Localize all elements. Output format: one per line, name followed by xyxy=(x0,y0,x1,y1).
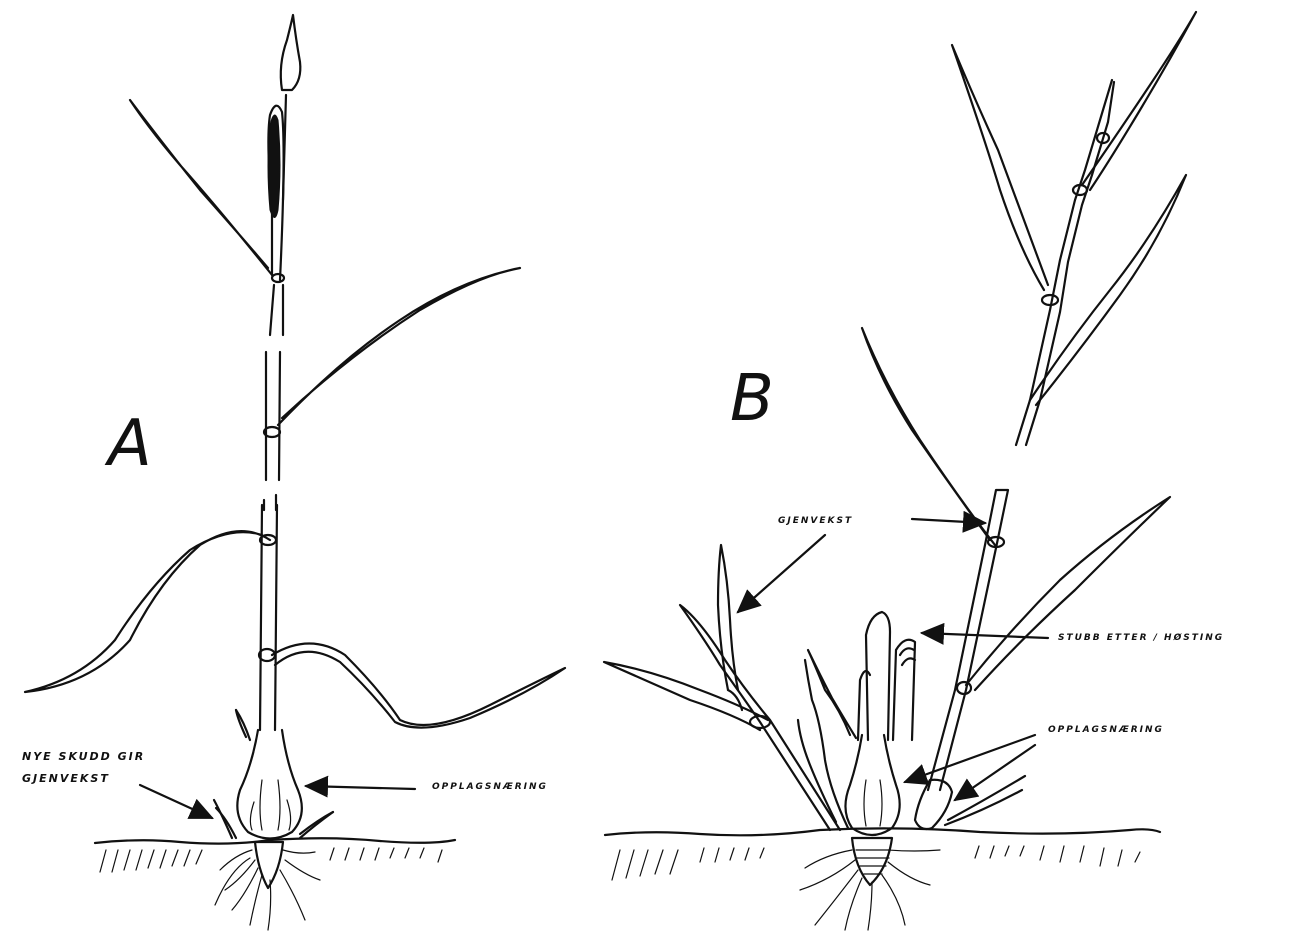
label-new-shoots-line2: GJENVEKST xyxy=(22,772,110,785)
stem-a-upper xyxy=(270,285,274,335)
arrow-new-shoots xyxy=(140,785,212,818)
leaf-b-tall-curve xyxy=(862,328,995,545)
soil-hatch-b xyxy=(612,846,1140,880)
arrow-reserves-a xyxy=(306,786,415,789)
leaf-b-right-lower xyxy=(966,497,1170,690)
leaf-a-lower-right xyxy=(272,644,565,728)
label-reserves-b: OPPLAGSNÆRING xyxy=(1048,725,1164,735)
arrow-reserves-b-2 xyxy=(955,745,1035,800)
spike-tip-a xyxy=(281,15,301,90)
leaf-b-upper-left xyxy=(952,45,1048,290)
label-stubble-b: STUBB ETTER / HØSTING xyxy=(1058,632,1224,643)
bulb-b-small xyxy=(915,780,952,829)
bulb-a xyxy=(237,730,302,839)
leaf-b-upper-right xyxy=(1082,12,1196,190)
leaf-a-mid-right xyxy=(278,268,520,425)
ground-line-b xyxy=(605,828,1160,835)
roots-a xyxy=(215,850,320,930)
label-reserves-a: OPPLAGSNÆRING xyxy=(432,782,548,792)
root-crown-b xyxy=(852,838,892,885)
soil-hatch-a xyxy=(100,848,442,872)
roots-b xyxy=(800,850,940,930)
shoot-b-left-1 xyxy=(680,605,840,830)
leaf-a-left-curve xyxy=(25,531,270,692)
leaf-b-mid-small xyxy=(808,650,856,738)
panel-letter-a: A xyxy=(104,407,152,481)
plant-a xyxy=(25,15,565,930)
label-new-shoots-line1: NYE SKUDD GIR xyxy=(22,750,145,763)
leaf-a-top xyxy=(130,100,272,275)
root-crown-a xyxy=(255,842,283,888)
stem-b-right xyxy=(928,490,1008,790)
bulb-b xyxy=(845,735,899,835)
arrow-regrowth-leaf xyxy=(738,535,825,612)
leaf-b-lower-left xyxy=(604,662,768,730)
new-shoot-a-left xyxy=(214,800,232,838)
panel-letter-b: B xyxy=(730,362,774,436)
label-regrowth-b: GJENVEKST xyxy=(778,516,853,526)
plant-b xyxy=(604,12,1196,930)
